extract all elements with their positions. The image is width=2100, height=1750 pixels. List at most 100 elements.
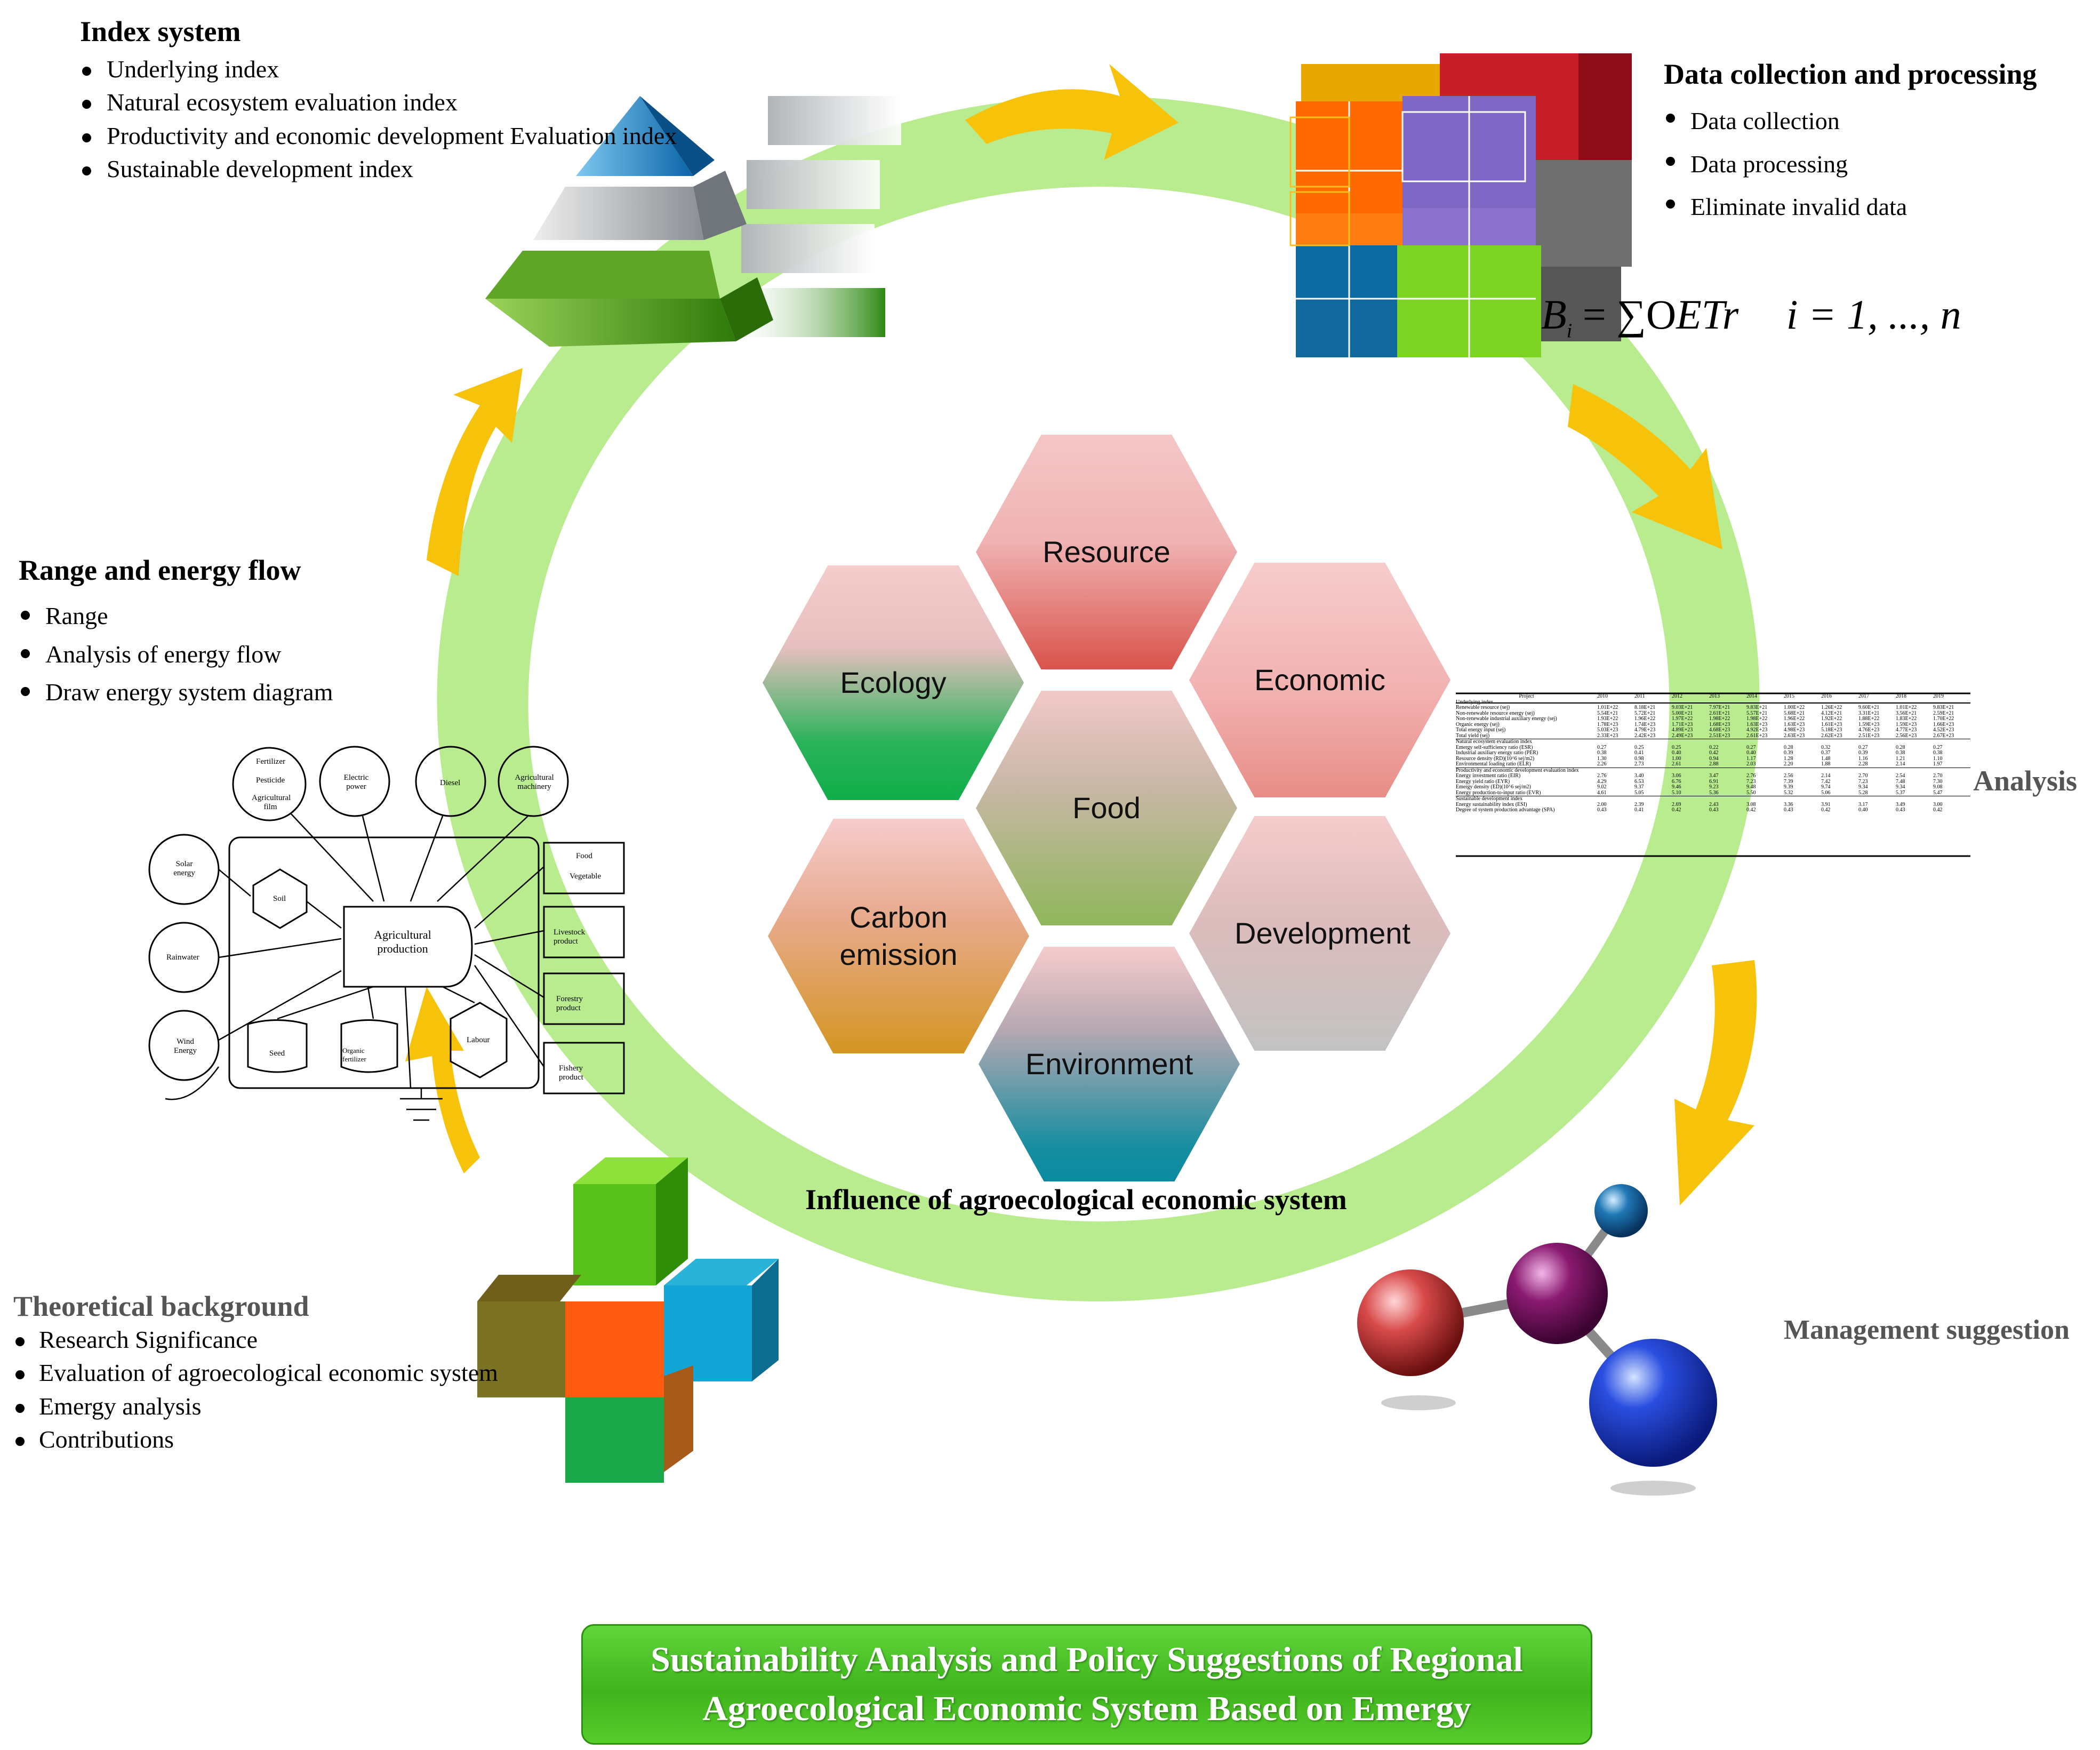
table-cell: 0.42	[1709, 750, 1719, 756]
table-cell: 2.61E+21	[1709, 710, 1730, 716]
table-cell: 2.88	[1709, 762, 1719, 767]
label-electric: Electric power	[343, 773, 369, 791]
hex-development: Development	[1189, 816, 1450, 1051]
table-cell: Non-renewable industrial auxiliary energ…	[1456, 716, 1557, 722]
table-cell: 9.48	[1746, 785, 1756, 790]
table-cell: 3.40	[1634, 773, 1644, 779]
arrow-left-lower	[405, 987, 480, 1173]
table-cell: 2.59E+21	[1933, 710, 1954, 716]
table-cell: 5.06	[1821, 790, 1831, 796]
table-cell: 1.97	[1933, 762, 1943, 767]
label-diesel: Diesel	[440, 779, 461, 787]
formula-b: B	[1541, 291, 1567, 338]
label-labour: Labour	[467, 1036, 490, 1044]
table-section: Sustainable development index	[1456, 796, 1970, 802]
hex-economic-label: Economic	[1254, 663, 1385, 697]
table-cell: 2.67E+23	[1933, 733, 1954, 739]
table-cell: 2.14	[1896, 762, 1905, 767]
table-header-cell: 2014	[1746, 693, 1757, 699]
hex-development-label: Development	[1235, 916, 1410, 950]
formula-o: O	[1646, 291, 1677, 338]
table-cell: 0.94	[1709, 756, 1719, 762]
table-cell: 1.00	[1672, 756, 1681, 762]
index-system-block: Index system Underlying index Natural ec…	[80, 15, 677, 186]
table-cell: 1.10	[1933, 756, 1943, 762]
table-cell: 0.37	[1821, 750, 1831, 756]
table-cell: 2.51E+23	[1709, 733, 1730, 739]
formula-sub: i	[1566, 319, 1573, 342]
table-cell: 0.41	[1634, 808, 1644, 813]
theory-item: Contributions	[13, 1423, 498, 1456]
analysis-table	[1456, 692, 1970, 857]
table-cell: 0.27	[1858, 745, 1868, 750]
table-cell: Emergy density (ED)(10^6 sej/m2)	[1456, 785, 1531, 790]
arrow-top	[965, 64, 1179, 160]
table-cell: 4.29	[1597, 779, 1607, 785]
table-cell: 2.14	[1821, 773, 1831, 779]
table-cell: Total energy input (sej)	[1456, 728, 1506, 733]
theory-item: Research Significance	[13, 1323, 498, 1356]
table-cell: 1.00E+22	[1784, 705, 1805, 710]
table-cell: 2.26	[1597, 762, 1607, 767]
table-cell: 1.96E+22	[1784, 716, 1805, 722]
banner-line-2: Agroecological Economic System Based on …	[702, 1689, 1471, 1728]
molecule-illustration	[1357, 1184, 1717, 1496]
table-cell: 2.73	[1634, 762, 1644, 767]
table-cell: 3.31E+21	[1858, 710, 1880, 716]
table-cell: 0.27	[1597, 745, 1607, 750]
table-cell: 5.57E+21	[1746, 710, 1768, 716]
table-cell: 2.33E+23	[1597, 733, 1618, 739]
table-cell: 2.42E+23	[1634, 733, 1656, 739]
hex-environment: Environment	[979, 947, 1240, 1181]
table-cell: 9.37	[1634, 785, 1644, 790]
table-cell: 1.92E+22	[1821, 716, 1842, 722]
table-cell: 2.63E+23	[1784, 733, 1805, 739]
data-cube-illustration	[1289, 53, 1632, 357]
table-cell: 1.16	[1858, 756, 1868, 762]
table-cell: 5.54E+21	[1597, 710, 1618, 716]
hex-ecology: Ecology	[763, 565, 1024, 800]
table-section: Underlying index	[1456, 699, 1494, 705]
range-item: Range	[19, 597, 333, 635]
label-fertilizer: Fertilizer	[256, 757, 285, 766]
management-label: Management suggestion	[1784, 1315, 2070, 1345]
table-cell: 2.76	[1746, 773, 1756, 779]
table-cell: 3.91	[1821, 802, 1831, 808]
table-cell: 1.28	[1784, 756, 1793, 762]
table-cell: 9.34	[1858, 785, 1868, 790]
table-cell: 0.43	[1597, 808, 1607, 813]
table-cell: 1.70E+22	[1933, 716, 1954, 722]
table-cell: 3.47	[1709, 773, 1719, 779]
flow-arrows	[405, 64, 1757, 1205]
table-cell: 6.53	[1634, 779, 1644, 785]
table-cell: 5.47	[1933, 790, 1943, 796]
table-cell: 0.32	[1821, 745, 1831, 750]
label-vegetable: Vegetable	[570, 872, 602, 881]
table-cell: 1.66E+23	[1933, 722, 1954, 728]
label-seed: Seed	[269, 1049, 285, 1058]
table-cell: 1.88	[1821, 762, 1831, 767]
table-cell: 5.05	[1634, 790, 1644, 796]
table-cell: 0.25	[1634, 745, 1644, 750]
table-cell: 0.98	[1634, 756, 1644, 762]
table-header-cell: 2011	[1634, 693, 1645, 699]
hex-resource: Resource	[976, 435, 1237, 669]
table-cell: 5.37	[1896, 790, 1905, 796]
table-header-cell: 2019	[1933, 693, 1944, 699]
table-cell: 1.88E+22	[1858, 716, 1880, 722]
table-cell: 1.21	[1896, 756, 1905, 762]
table-cell: 2.69	[1672, 802, 1681, 808]
table-cell: 2.61E+23	[1746, 733, 1768, 739]
data-item: Data processing	[1664, 143, 2037, 186]
table-cell: 1.78E+23	[1597, 722, 1618, 728]
table-cell: 6.76	[1672, 779, 1681, 785]
table-cell: 1.74E+23	[1634, 722, 1656, 728]
table-cell: 0.38	[1597, 750, 1607, 756]
table-cell: Energy sustainability index (ESI)	[1456, 802, 1527, 808]
table-cell: 5.28	[1858, 790, 1868, 796]
